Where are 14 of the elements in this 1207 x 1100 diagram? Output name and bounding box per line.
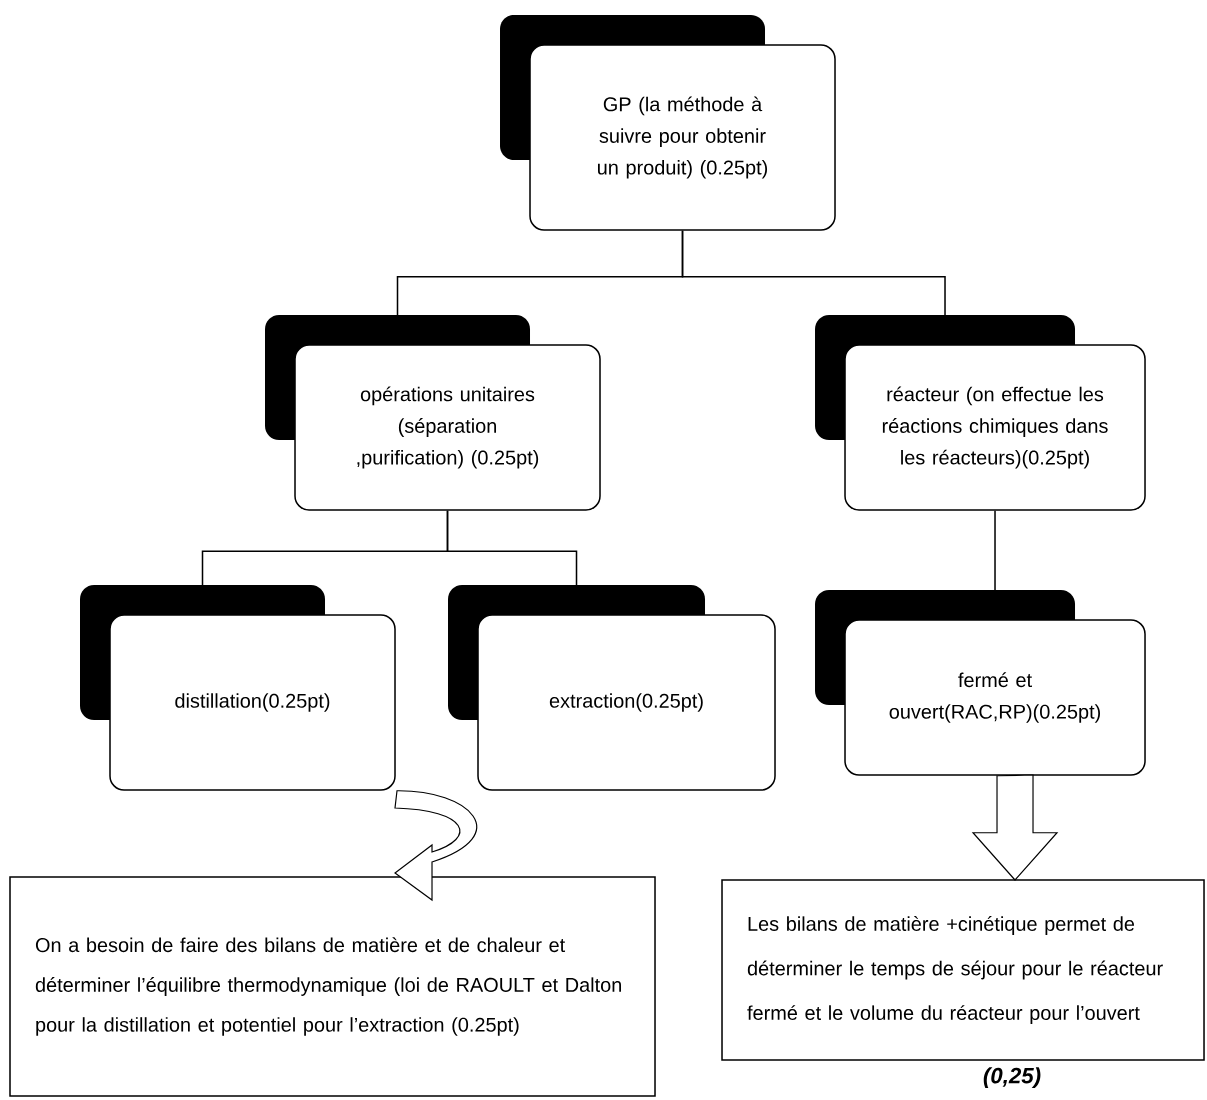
connector-line	[681, 230, 946, 316]
text-box: On a besoin de faire des bilans de matière et de chaleur et déterminer l’équilibre thermodynamique (loi de RAOULT et Dalton pour la distillation et potentiel pour l’extraction (0.25pt)	[9, 876, 656, 1097]
process-box: réacteur (on effectue les réactions chimiques dans les réacteurs)(0.25pt)	[815, 315, 1146, 511]
handwritten-note: (0,25)	[983, 1067, 1041, 1088]
process-box: opérations unitaires (séparation ,purification) (0.25pt)	[265, 315, 601, 511]
process-box: extraction(0.25pt)	[448, 585, 776, 791]
block-arrow	[394, 790, 477, 901]
process-box: fermé et ouvert(RAC,RP)(0.25pt)	[815, 590, 1146, 776]
process-box: GP (la méthode à suivre pour obtenir un produit) (0.25pt)	[500, 15, 836, 231]
text-box: Les bilans de matière +cinétique permet de déterminer le temps de séjour pour le réacteur fermé et le volume du réacteur pour l’ouvert	[721, 879, 1205, 1061]
block-arrow	[971, 774, 1059, 881]
process-box: distillation(0.25pt)	[80, 585, 396, 791]
connector-line	[994, 510, 996, 591]
connector-line	[446, 510, 578, 586]
